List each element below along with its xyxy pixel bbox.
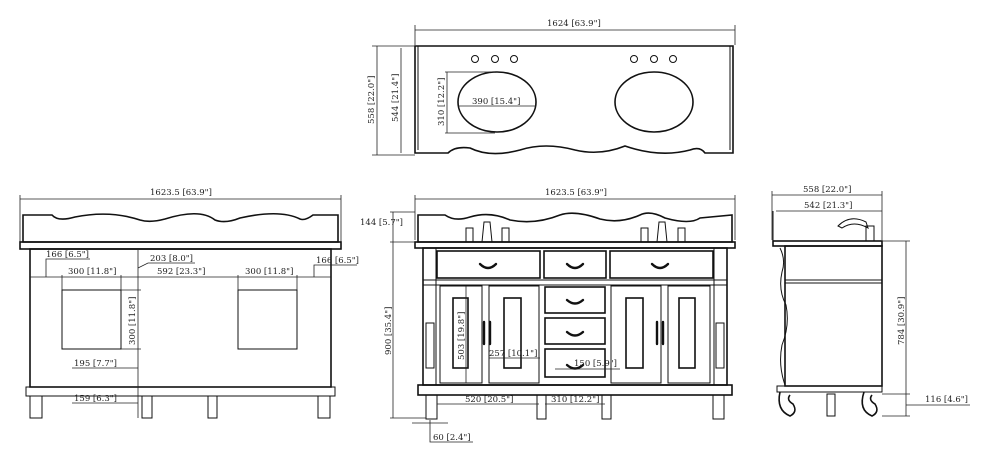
back-opening-left: [61, 289, 122, 350]
side-leg-height-label: 116 [4.6"]: [925, 395, 968, 405]
back-opening-gap-label: 592 [23.3"]: [157, 267, 205, 277]
front-view: 1623.5 [63.9"]: [360, 188, 736, 443]
front-top-drawer-left: [436, 250, 541, 279]
left-sink: [457, 71, 537, 133]
front-door-4: [667, 285, 711, 384]
front-center-drawer-2: [544, 317, 606, 345]
side-cabinet-height-label: 784 [30.9"]: [897, 297, 907, 345]
front-drawer-width-label: 310 [12.2"]: [551, 395, 599, 405]
back-width-label: 1623.5 [63.9"]: [150, 188, 212, 198]
side-scroll-foot-left: [778, 391, 796, 417]
front-height-label: 900 [35.4"]: [384, 307, 394, 355]
back-opening-left-label: 300 [11.8"]: [68, 267, 116, 277]
back-opening-right: [237, 289, 298, 350]
back-right-margin-label: 166 [6.5"]: [316, 256, 359, 266]
top-sink-width-label: 390 [15.4"]: [472, 97, 520, 107]
top-sink-height-label: 310 [12.2"]: [437, 78, 447, 126]
right-faucet: [640, 221, 686, 243]
front-cabinet-left-label: 520 [20.5"]: [465, 395, 513, 405]
top-depth-outer-label: 558 [22.0"]: [367, 76, 377, 124]
top-depth-inner-label: 544 [21.4"]: [391, 74, 401, 122]
back-opening-right-label: 300 [11.8"]: [245, 267, 293, 277]
back-leg-height-label: 159 [6.3"]: [74, 394, 117, 404]
back-opening-height-label: 300 [11.8"]: [128, 297, 138, 345]
front-door-3: [610, 285, 662, 384]
front-leg-width-label: 60 [2.4"]: [433, 433, 471, 443]
front-door-height-label: 503 [19.8"]: [457, 312, 467, 360]
front-backsplash-label: 144 [5.7"]: [360, 218, 403, 228]
front-door-1: [439, 285, 483, 384]
side-depth-outer-label: 558 [22.0"]: [803, 185, 851, 195]
front-top-drawer-right: [609, 250, 714, 279]
back-bottom-offset-label: 195 [7.7"]: [74, 359, 117, 369]
back-view: 1623.5 [63.9"] 300 [11.8"] 592 [23.3"] 3…: [19, 188, 359, 419]
side-view: 558 [22.0"] 542 [21.3"] 784 [30.9"] 116 …: [771, 185, 970, 417]
front-width-label: 1623.5 [63.9"]: [545, 188, 607, 198]
front-center-drawer-3: [544, 348, 606, 378]
side-scroll-foot-right: [861, 391, 878, 417]
top-view: 1624 [63.9"] 558 [22.0"] 544 [21.4"] 390…: [367, 19, 736, 156]
front-door-width-label: 257 [10.1"]: [489, 349, 537, 359]
front-top-drawer-center: [543, 250, 607, 279]
side-depth-inner-label: 542 [21.3"]: [804, 201, 852, 211]
back-top-offset-label: 203 [8.0"]: [150, 254, 193, 264]
top-width-label: 1624 [63.9"]: [547, 19, 601, 29]
side-faucet: [837, 218, 869, 230]
right-sink: [614, 71, 694, 133]
front-drawer-height-label: 150 [5.9"]: [574, 359, 617, 369]
back-left-margin-label: 166 [6.5"]: [46, 250, 89, 260]
front-center-drawer-1: [544, 286, 606, 314]
left-faucet: [465, 221, 510, 243]
